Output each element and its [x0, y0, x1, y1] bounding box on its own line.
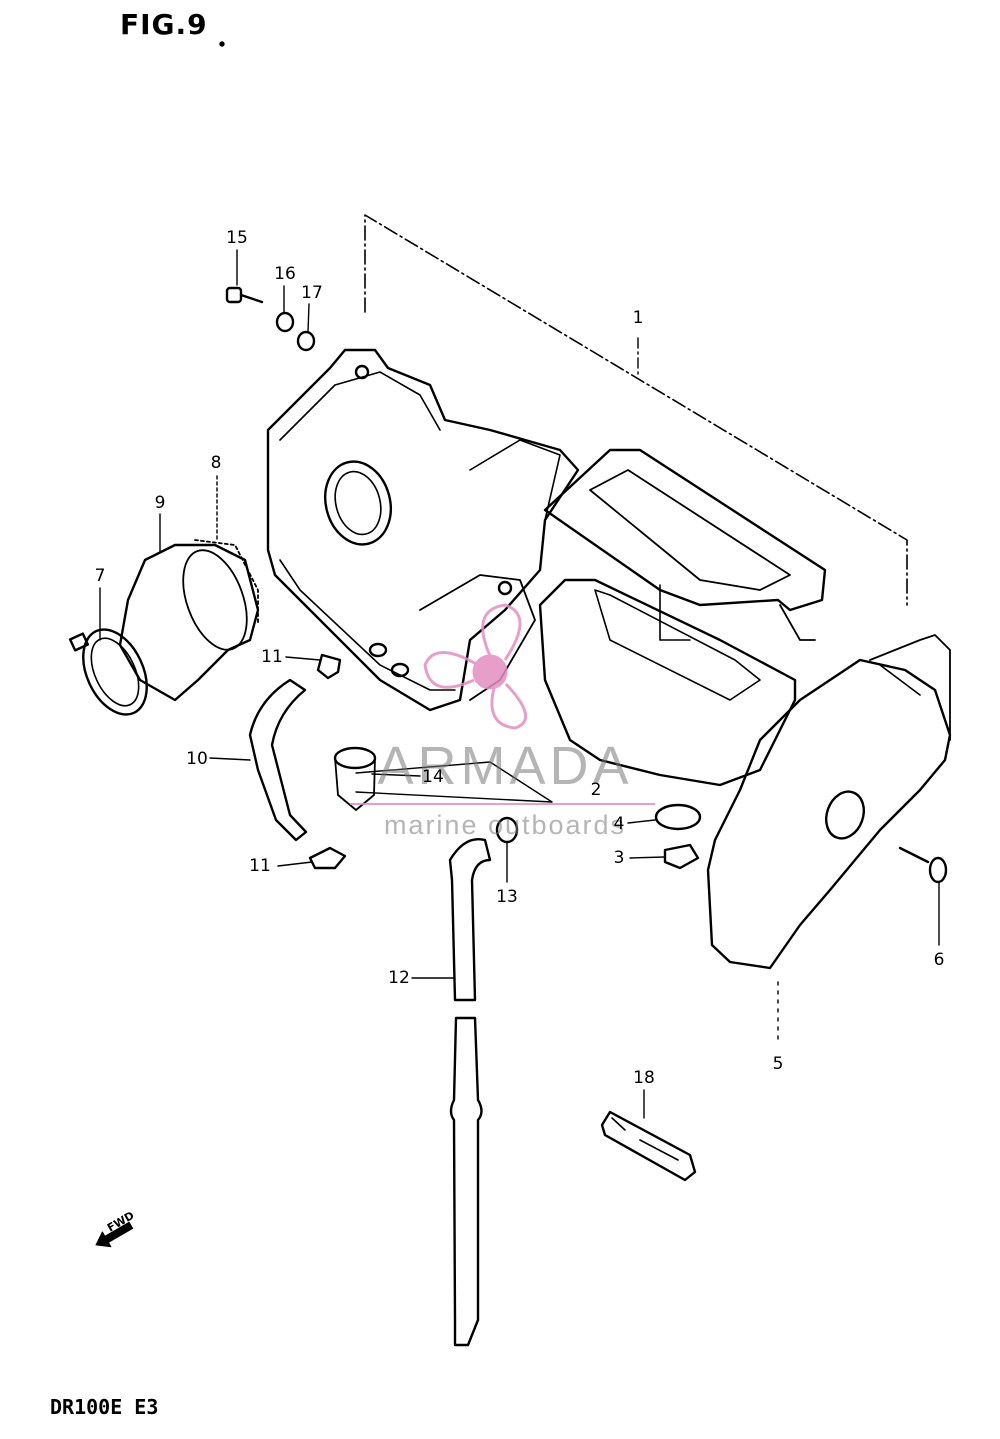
- callout-15: 15: [226, 228, 248, 248]
- watermark-tagline: marine outboards: [383, 810, 627, 840]
- callout-3: 3: [613, 848, 625, 868]
- callout-10: 10: [186, 749, 208, 769]
- breather-hose: [248, 678, 308, 842]
- propeller-logo-icon: [423, 603, 528, 730]
- callout-6: 6: [933, 950, 945, 970]
- clamp-band: [68, 628, 148, 716]
- callout-4: 4: [613, 814, 625, 834]
- leader-10: [209, 757, 251, 761]
- drain-plug: [333, 746, 377, 811]
- callout-2: 2: [590, 780, 602, 800]
- model-code: DR100E E3: [50, 1395, 159, 1419]
- callout-5: 5: [772, 1054, 784, 1074]
- forward-arrow-icon: [95, 1221, 134, 1248]
- clip-11-lower: [308, 846, 347, 870]
- clip-11-upper: [316, 653, 342, 680]
- filter-frame: [543, 448, 827, 641]
- leader-14: [371, 773, 421, 777]
- leader-17: [307, 303, 310, 333]
- watermark-brand: ARMADA: [377, 736, 633, 796]
- callout-9: 9: [154, 493, 166, 513]
- callout-11-upper: 11: [261, 647, 283, 667]
- callout-17: 17: [301, 283, 323, 303]
- callout-12: 12: [388, 968, 410, 988]
- callout-7: 7: [94, 566, 106, 586]
- filter-element: [538, 578, 797, 787]
- callout-14: 14: [422, 767, 444, 787]
- callout-18: 18: [633, 1068, 655, 1088]
- drain-tube: [448, 838, 492, 1347]
- strap-18: [600, 1110, 697, 1182]
- callout-1: 1: [632, 308, 644, 328]
- callout-13: 13: [496, 887, 518, 907]
- inlet-boot: [118, 539, 260, 702]
- callout-16: 16: [274, 264, 296, 284]
- bolt-15: [225, 286, 264, 304]
- callout-8: 8: [210, 453, 222, 473]
- washer-17: [296, 330, 316, 352]
- title-dot: [219, 41, 225, 47]
- leader-11b: [277, 861, 313, 867]
- bolt-6: [898, 846, 948, 884]
- leader-11a: [285, 656, 321, 661]
- air-cleaner-case: [266, 348, 580, 712]
- leader-2: [355, 761, 553, 803]
- clip-3: [663, 843, 700, 870]
- air-cleaner-cover: [706, 634, 952, 970]
- callout-11-lower: 11: [249, 856, 271, 876]
- figure-title: FIG.9: [120, 8, 208, 41]
- assembly-1-bracket: [364, 214, 908, 606]
- leader-4: [627, 819, 656, 824]
- leader-3: [629, 856, 666, 859]
- grommet-4: [654, 803, 702, 831]
- washer-16: [275, 311, 295, 333]
